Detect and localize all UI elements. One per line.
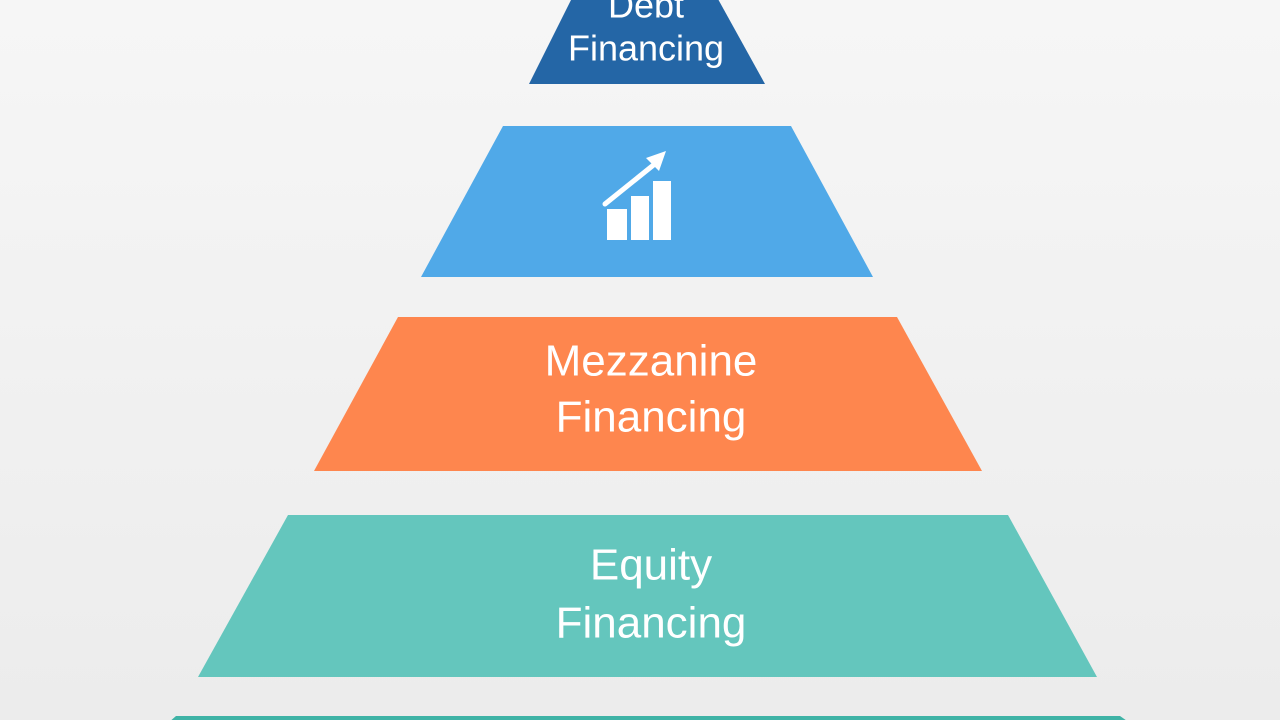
tier-mezzanine-shape	[314, 317, 982, 471]
tier-equity-financing: Equity Financing	[198, 515, 1097, 677]
tier-growth	[421, 126, 873, 277]
tier-debt-financing: Debt Financing	[529, 0, 765, 84]
tier-debt-label-line1: Debt	[608, 0, 684, 26]
tier-mezzanine-label-line2: Financing	[556, 393, 747, 442]
tier-base	[171, 716, 1126, 720]
tier-equity-shape	[198, 515, 1097, 677]
tier-debt-shape	[529, 0, 765, 84]
tier-mezzanine-label-line1: Mezzanine	[545, 337, 758, 386]
growth-chart-icon	[602, 151, 671, 240]
tier-equity-label-line2: Financing	[556, 599, 747, 648]
tier-mezzanine-financing: Mezzanine Financing	[314, 317, 982, 471]
tier-debt-label-line2: Financing	[568, 28, 724, 69]
tier-equity-label-line1: Equity	[590, 541, 712, 590]
tier-base-shape	[171, 716, 1126, 720]
